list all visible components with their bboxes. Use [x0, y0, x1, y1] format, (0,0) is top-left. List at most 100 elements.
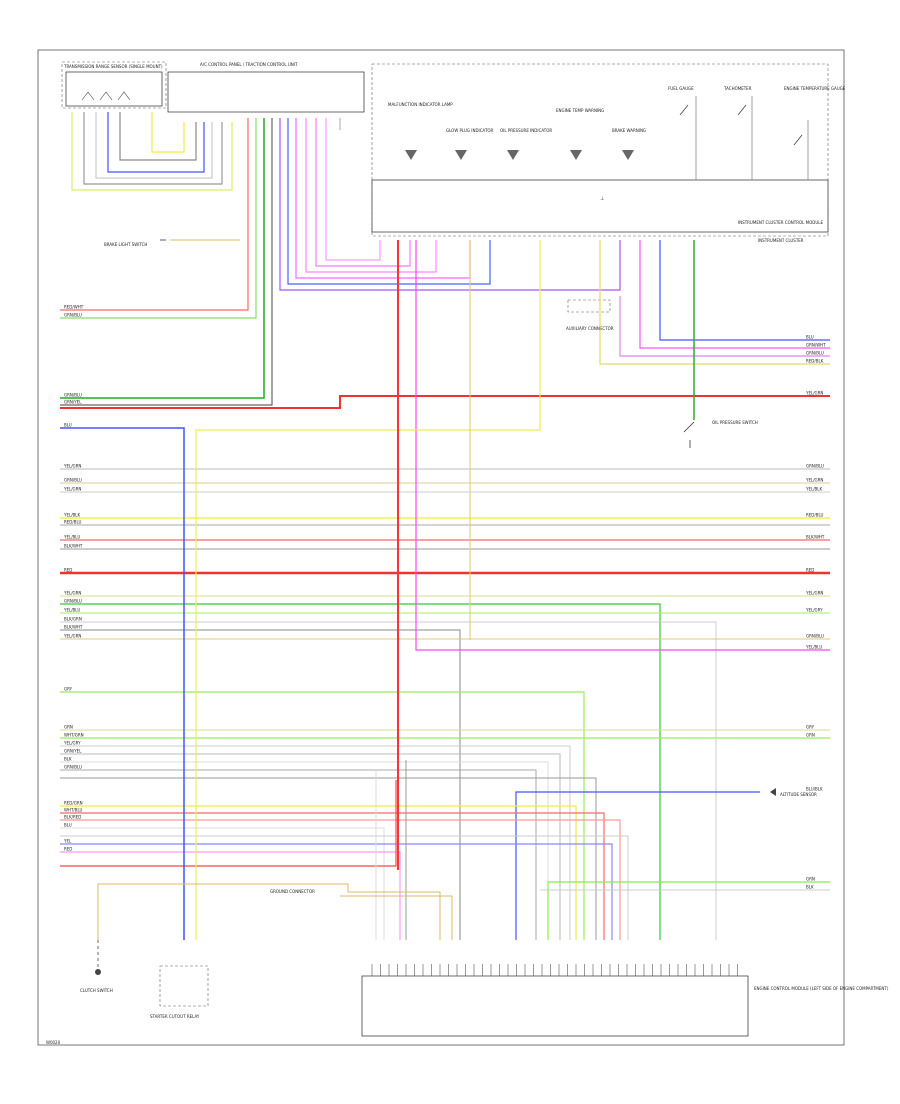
wire-label: RED	[806, 568, 814, 573]
instrument-cluster-module	[371, 179, 829, 233]
wire-label: YEL/GRY	[63, 741, 81, 746]
wire-label: BLU	[64, 423, 72, 428]
wire-label: YEL/GRN	[63, 634, 81, 639]
wire-label: YEL/BLU	[63, 608, 80, 613]
wire-harness	[60, 112, 830, 940]
wire	[83, 112, 223, 185]
auxiliary-connector-label: AUXILIARY CONNECTOR	[566, 326, 614, 331]
wire-label: RED/BLU	[806, 513, 824, 518]
bottom-left-ground: CLUTCH SWITCH	[80, 940, 113, 993]
wire-label: GRN	[806, 733, 815, 738]
wire-label: RED/WHT	[64, 305, 84, 310]
wire-label: BLK/RED	[64, 815, 81, 820]
instrument-cluster-label: INSTRUMENT CLUSTER	[758, 238, 804, 243]
starter-cutout-label: STARTER CUTOUT RELAY	[150, 1014, 200, 1019]
wire	[305, 118, 437, 273]
svg-text:BRAKE WARNING: BRAKE WARNING	[612, 128, 646, 133]
ecm-label: ENGINE CONTROL MODULE (LEFT SIDE OF ENGI…	[754, 986, 889, 991]
wire	[151, 112, 185, 153]
wire	[60, 118, 273, 406]
bottom-center-connector: STARTER CUTOUT RELAY	[150, 965, 209, 1019]
clutch-switch-label: CLUTCH SWITCH	[80, 988, 113, 993]
wire-label: GRN/WHT	[806, 343, 826, 348]
wire-label: YEL/GRN	[63, 464, 81, 469]
wire-label: YEL/BLU	[805, 645, 822, 650]
wire-label: WHT/BLU	[64, 808, 83, 813]
ac-control-unit	[167, 71, 365, 113]
wire-label: YEL/BLU	[63, 535, 80, 540]
warning-lamp: GLOW PLUG INDICATOR	[446, 128, 494, 160]
wire-label: BLK/WHT	[64, 544, 83, 549]
gauge-needle-icon	[737, 104, 747, 116]
auxiliary-connector-outline	[567, 299, 611, 313]
wire-label: GRN	[806, 877, 815, 882]
diagram-frame	[37, 49, 845, 1046]
warning-lamp: BRAKE WARNING	[612, 128, 646, 160]
instrument-cluster-module-label: INSTRUMENT CLUSTER CONTROL MODULE	[738, 220, 823, 225]
transmission-range-label: TRANSMISSION RANGE SENSOR (SINGLE MOUNT)	[63, 64, 163, 69]
wire-label: RED/GRN	[64, 801, 83, 806]
tachometer-label: TACHOMETER	[723, 86, 752, 91]
wire-label: YEL/GRN	[805, 591, 823, 596]
wire	[60, 118, 257, 319]
wire-label: YEL/BLK	[63, 513, 81, 518]
wire-label: BLU	[64, 823, 72, 828]
switch-contacts	[81, 91, 131, 101]
wire-label: GRN/BLU	[64, 313, 82, 318]
wire-label: BLU	[806, 335, 814, 340]
wire	[71, 112, 233, 191]
wire-label: GRY	[64, 687, 73, 692]
wire-label: BLK/WHT	[64, 625, 83, 630]
wire	[95, 112, 213, 179]
wire-label: GRY	[806, 725, 815, 730]
altitude-sensor-label: ALTITUDE SENSOR	[780, 792, 817, 797]
wire-label: GRN/YEL	[64, 749, 82, 754]
wire-label: YEL/GRN	[63, 487, 81, 492]
wire-label: YEL/GRN	[63, 591, 81, 596]
wire	[119, 112, 197, 161]
gauges: FUEL GAUGE TACHOMETER ENGINE TEMPERATURE…	[668, 86, 846, 180]
ground-connector-label: GROUND CONNECTOR	[270, 889, 315, 894]
lamp-icon	[622, 150, 634, 160]
wire-label: BLK/GRN	[64, 617, 82, 622]
wire-label: RED	[64, 568, 72, 573]
wire-label: GRN/BLU	[64, 478, 82, 483]
warning-lamp: MALFUNCTION INDICATOR LAMP	[388, 102, 453, 160]
wire-label: RED/BLK	[806, 359, 824, 364]
engine-temp-gauge-label: ENGINE TEMPERATURE GAUGE	[784, 86, 846, 91]
wire-label: YEL/GRY	[805, 608, 823, 613]
wire-label: GRN	[64, 725, 73, 730]
svg-text:OIL PRESSURE INDICATOR: OIL PRESSURE INDICATOR	[500, 128, 552, 133]
oil-pressure-switch-label: OIL PRESSURE SWITCH	[712, 420, 758, 425]
wire-label: BLK	[64, 757, 72, 762]
lamp-icon	[405, 150, 417, 160]
wire-label: GRN/BLU	[806, 351, 824, 356]
transmission-range-sensor-outline	[61, 61, 167, 109]
svg-text:GLOW PLUG INDICATOR: GLOW PLUG INDICATOR	[446, 128, 494, 133]
wire	[60, 118, 265, 399]
footer-code: W0020	[46, 1040, 61, 1045]
wire-label: YEL/BLK	[805, 487, 823, 492]
ecm-module	[361, 975, 749, 1037]
sensor-arrow-icon	[770, 788, 776, 796]
wire-label: WHT/GRN	[64, 733, 84, 738]
wire	[60, 395, 830, 409]
left-wire-labels: RED/WHT GRN/BLU GRN/BLU GRN/YEL BLU YEL/GRN GR…	[63, 305, 84, 852]
wire-label: RED/BLU	[64, 520, 82, 525]
warning-lamp: ENGINE TEMP WARNING	[556, 108, 604, 160]
wire-label: BLU/BLK	[806, 787, 823, 792]
ac-control-unit-label: A/C CONTROL PANEL / TRACTION CONTROL UNI…	[200, 62, 298, 67]
wire-label: YEL	[63, 839, 72, 844]
gauge-needle-icon	[793, 134, 803, 146]
lamp-icon	[455, 150, 467, 160]
svg-text:ENGINE TEMP WARNING: ENGINE TEMP WARNING	[556, 108, 604, 113]
wire-label: BLK/WHT	[806, 535, 825, 540]
wire-label: GRN/BLU	[806, 464, 824, 469]
instrument-cluster-outline	[371, 63, 829, 237]
cluster-junction-mark: ⊥	[600, 196, 604, 202]
wire-label: GRN/BLU	[64, 393, 82, 398]
lamp-icon	[570, 150, 582, 160]
wire-label: BLK	[806, 885, 814, 890]
wire	[315, 118, 411, 267]
